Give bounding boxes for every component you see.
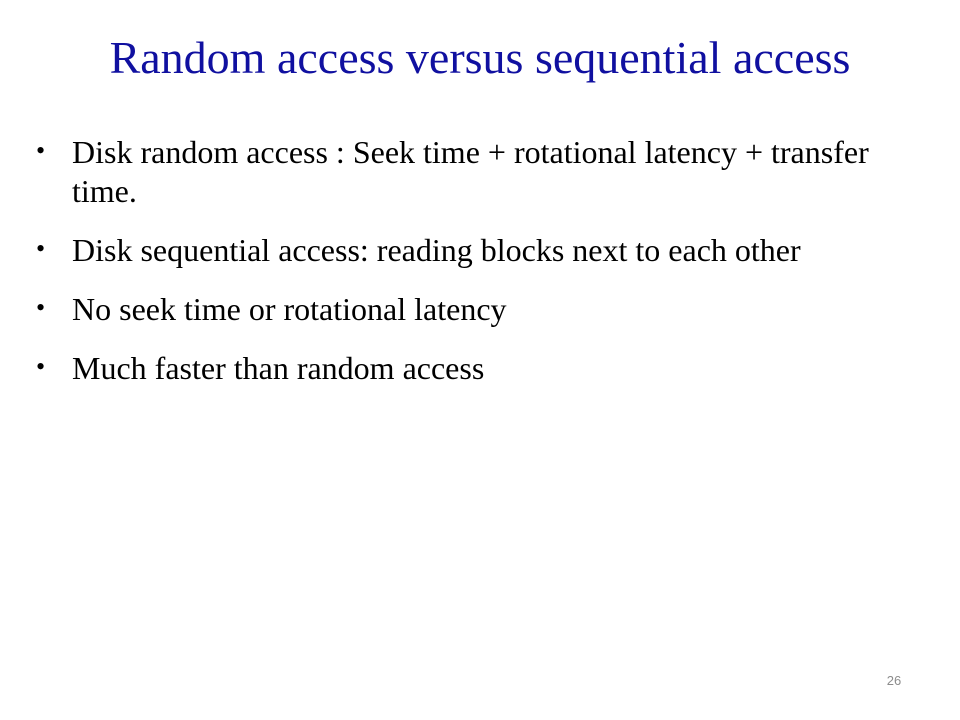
bullet-item: • Disk sequential access: reading blocks…: [34, 231, 874, 270]
bullet-dot-icon: •: [36, 136, 46, 165]
bullet-text: No seek time or rotational latency: [72, 291, 507, 327]
bullet-text: Much faster than random access: [72, 350, 485, 386]
bullet-item: • Disk random access : Seek time + rotat…: [34, 133, 874, 211]
bullet-dot-icon: •: [36, 352, 46, 381]
page-number: 26: [886, 673, 902, 688]
bullet-list: • Disk random access : Seek time + rotat…: [34, 133, 874, 408]
bullet-dot-icon: •: [36, 293, 46, 322]
bullet-dot-icon: •: [36, 234, 46, 263]
bullet-text: Disk sequential access: reading blocks n…: [72, 232, 801, 268]
bullet-item: • No seek time or rotational latency: [34, 290, 874, 329]
bullet-item: • Much faster than random access: [34, 349, 874, 388]
bullet-text: Disk random access : Seek time + rotatio…: [72, 134, 869, 209]
slide-title: Random access versus sequential access: [109, 32, 851, 83]
